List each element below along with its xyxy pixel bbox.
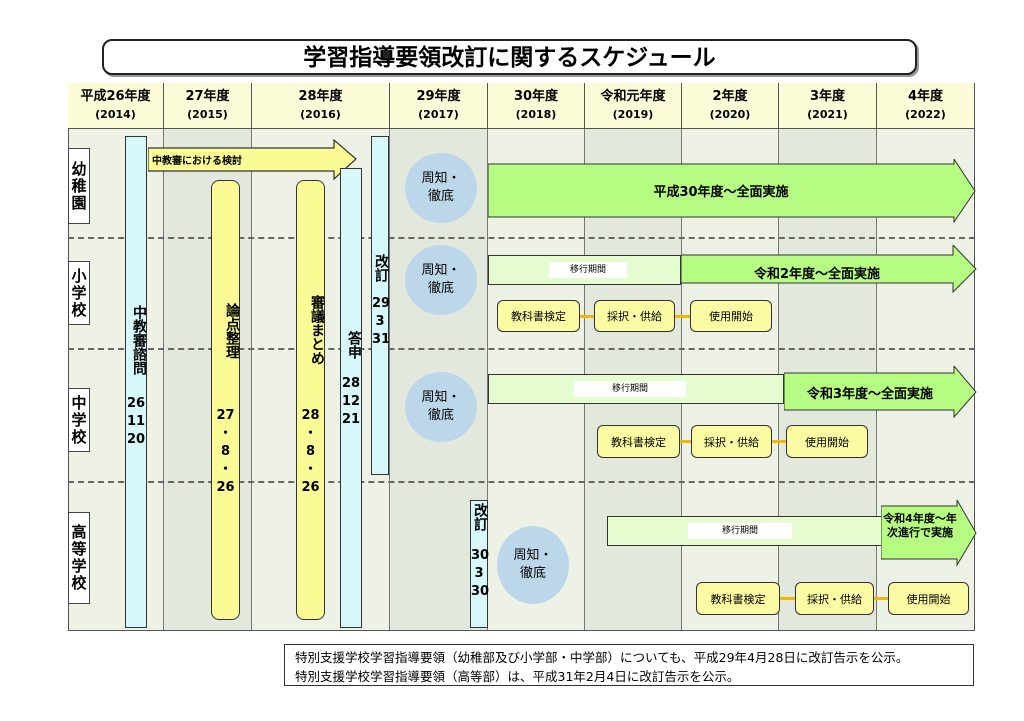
row-label-elementary: 小学校 xyxy=(68,261,90,325)
year-sub: (2018) xyxy=(515,108,557,121)
year-header: 4年度 (2022) xyxy=(877,83,975,128)
awareness-circle-high-school: 周知・徹底 xyxy=(497,526,569,604)
year-header: 令和元年度 (2019) xyxy=(585,83,682,128)
ronten-date: 27・8・26 xyxy=(216,408,235,495)
row-divider xyxy=(68,481,975,483)
page-title: 学習指導要領改訂に関するスケジュール xyxy=(102,39,917,75)
toushin-label: 答申 xyxy=(346,331,362,359)
inquiry-date: 26 11 20 xyxy=(126,395,146,449)
jhs-implementation-label: 令和3年度～全面実施 xyxy=(806,387,934,402)
inquiry-bar: 中教審諮問 26 11 20 xyxy=(125,136,147,628)
kinder-implementation-label: 平成30年度～全面実施 xyxy=(653,185,789,200)
awareness-circle-kindergarten: 周知・徹底 xyxy=(405,153,477,223)
consultation-label: 中教審における検討 xyxy=(152,156,242,167)
jhs-implementation-arrow xyxy=(784,366,977,418)
jhs-transition-bar: 移行期間 xyxy=(488,374,784,404)
year-label: 30年度 xyxy=(513,89,559,104)
jhs-step-use-start: 使用開始 xyxy=(786,425,868,458)
note-line-1: 特別支援学校学習指導要領（幼稚部及び小学部・中学部）についても、平成29年4月2… xyxy=(295,650,909,665)
hs-transition-label: 移行期間 xyxy=(688,523,792,539)
year-sub: (2017) xyxy=(418,108,459,121)
hs-transition-bar: 移行期間 xyxy=(607,516,883,546)
inquiry-date-day: 20 xyxy=(126,432,146,447)
hs-implementation-label: 令和4年度～年次進行で実施 xyxy=(883,512,957,539)
year-sub: (2022) xyxy=(905,108,946,121)
awareness-circle-elementary: 周知・徹底 xyxy=(405,245,477,315)
elem-step-use-start: 使用開始 xyxy=(690,300,772,332)
inquiry-date-month: 11 xyxy=(126,414,146,429)
elem-step-textbook-review: 教科書検定 xyxy=(497,300,580,332)
inquiry-date-year: 26 xyxy=(126,396,146,411)
elem-step-adoption: 採択・供給 xyxy=(594,300,675,332)
hs-implementation-arrow xyxy=(881,500,977,566)
year-label: 29年度 xyxy=(416,89,461,104)
inquiry-label: 中教審諮問 xyxy=(131,305,147,375)
year-label: 3年度 xyxy=(809,89,846,104)
shingi-label: 審議まとめ xyxy=(309,295,325,365)
shingi-bar: 審議まとめ 28・8・26 xyxy=(296,180,325,620)
year-header: 2年度 (2020) xyxy=(682,83,779,128)
kaitei-label-2017: 改訂 xyxy=(373,254,389,282)
kaitei-label-2018: 改訂 xyxy=(472,503,488,531)
elem-transition-label: 移行期間 xyxy=(549,262,627,278)
year-sub: (2021) xyxy=(807,108,848,121)
year-header: 平成26年度 (2014) xyxy=(68,83,164,128)
note-line-2: 特別支援学校学習指導要領（高等部）は、平成31年2月4日に改訂告示を公示。 xyxy=(295,669,740,684)
elem-transition-bar: 移行期間 xyxy=(488,255,681,285)
jhs-step-adoption: 採択・供給 xyxy=(691,425,772,458)
year-label: 27年度 xyxy=(185,89,230,104)
year-label: 平成26年度 xyxy=(80,89,151,104)
year-header: 27年度 (2015) xyxy=(164,83,252,128)
row-label-kindergarten: 幼稚園 xyxy=(68,148,90,224)
elem-implementation-arrow xyxy=(681,245,977,293)
hs-step-textbook-review: 教科書検定 xyxy=(696,582,780,615)
ronten-bar: 論点整理 27・8・26 xyxy=(211,180,240,620)
hs-step-adoption: 採択・供給 xyxy=(795,582,874,615)
year-sub: (2014) xyxy=(95,108,136,121)
year-sub: (2020) xyxy=(709,108,751,121)
hs-step-use-start: 使用開始 xyxy=(888,582,969,615)
row-divider xyxy=(68,237,975,239)
year-header: 28年度 (2016) xyxy=(252,83,390,128)
row-label-high-school: 高等学校 xyxy=(68,512,90,604)
jhs-step-textbook-review: 教科書検定 xyxy=(597,425,680,458)
grid-frame xyxy=(68,128,975,631)
year-sub: (2015) xyxy=(187,108,228,121)
ronten-label: 論点整理 xyxy=(224,303,240,359)
elem-implementation-label: 令和2年度～全面実施 xyxy=(753,267,881,282)
year-header: 30年度 (2018) xyxy=(488,83,585,128)
notes-box: 特別支援学校学習指導要領（幼稚部及び小学部・中学部）についても、平成29年4月2… xyxy=(284,644,974,686)
row-divider xyxy=(68,348,975,350)
year-header: 29年度 (2017) xyxy=(390,83,488,128)
awareness-circle-junior-high: 周知・徹底 xyxy=(405,372,477,442)
year-label: 4年度 xyxy=(907,89,944,104)
year-header: 3年度 (2021) xyxy=(779,83,877,128)
year-label: 28年度 xyxy=(298,89,343,104)
kinder-implementation-arrow xyxy=(488,159,976,223)
shingi-date: 28・8・26 xyxy=(301,408,320,495)
row-label-junior-high: 中学校 xyxy=(68,388,90,452)
year-label: 令和元年度 xyxy=(600,89,666,104)
year-label: 2年度 xyxy=(712,89,748,104)
jhs-transition-label: 移行期間 xyxy=(574,381,686,397)
year-sub: (2019) xyxy=(612,108,654,121)
year-sub: (2016) xyxy=(300,108,341,121)
